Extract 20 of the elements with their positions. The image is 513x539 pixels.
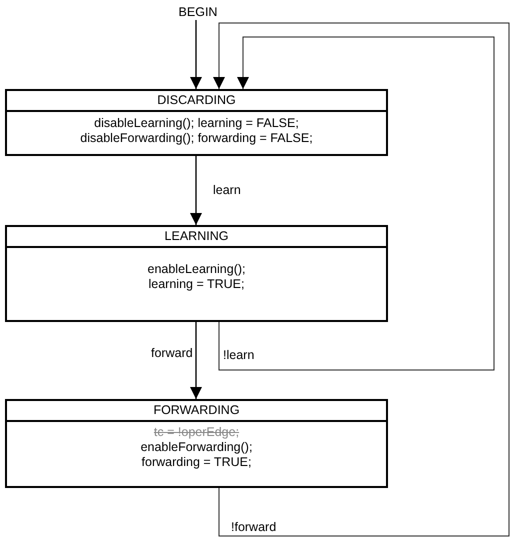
- edge-label: forward: [150, 346, 194, 360]
- state-box: [5, 225, 388, 322]
- transition-arrow: [190, 20, 202, 89]
- state-box: [5, 89, 388, 156]
- action-text: enableForwarding(); forwarding = TRUE;: [140, 440, 254, 470]
- struck-action-text: tc = !operEdge;: [152, 425, 240, 440]
- state-box: [5, 399, 388, 488]
- start-label: BEGIN: [178, 5, 218, 19]
- action-text: disableLearning(); learning = FALSE; disableForwarding(); forwarding = FALSE;: [79, 116, 314, 146]
- edge-label: !forward: [230, 520, 278, 534]
- edge-label: !learn: [222, 348, 256, 362]
- action-text: enableLearning(); learning = TRUE;: [146, 262, 246, 292]
- state-name: FORWARDING: [7, 401, 386, 422]
- transition-arrow: [218, 36, 494, 370]
- transition-arrow: [190, 156, 202, 225]
- state-name: LEARNING: [7, 227, 386, 248]
- state-name: DISCARDING: [7, 91, 386, 112]
- edge-label: learn: [212, 183, 242, 197]
- transition-arrow: [190, 322, 202, 399]
- transition-arrow: [213, 22, 510, 536]
